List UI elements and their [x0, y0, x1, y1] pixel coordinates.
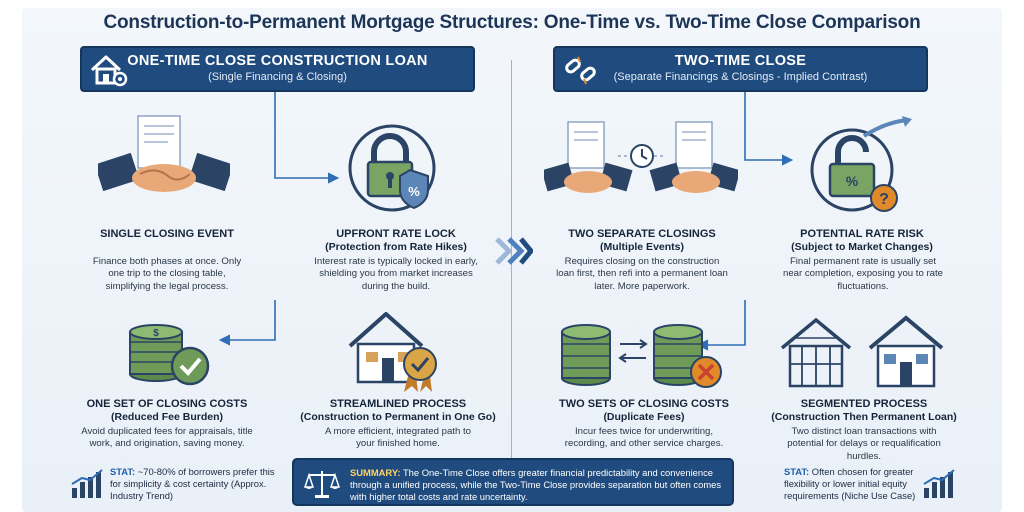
item-description: Finance both phases at once. Only one tr… — [92, 256, 242, 292]
house-gear-icon — [90, 55, 128, 87]
handshake-icon — [98, 115, 230, 192]
banner-title: TWO-TIME CLOSE — [674, 53, 807, 69]
summary-text: SUMMARY: The One-Time Close offers great… — [350, 467, 722, 503]
item-description: Two distinct loan transactions with pote… — [787, 426, 941, 462]
item-title: POTENTIAL RATE RISK (Subject to Market C… — [791, 228, 933, 254]
page-title: Construction-to-Permanent Mortgage Struc… — [103, 12, 921, 33]
money-stack-x-icon — [561, 324, 722, 388]
summary-box: SUMMARY: The One-Time Close offers great… — [292, 458, 734, 506]
item-description: Incur fees twice for underwriting, recor… — [564, 426, 724, 450]
item-title: SEGMENTED PROCESS (Construction Then Per… — [771, 398, 957, 424]
item-description: A more efficient, integrated path to you… — [325, 426, 471, 450]
house-award-icon — [348, 312, 437, 392]
svg-text:%: % — [408, 184, 420, 199]
padlock-shield-icon: % — [348, 124, 436, 212]
svg-text:%: % — [846, 173, 859, 189]
svg-text:?: ? — [879, 191, 889, 208]
banner-title: ONE-TIME CLOSE CONSTRUCTION LOAN — [127, 53, 428, 69]
item-description: Final permanent rate is usually set near… — [783, 256, 943, 292]
svg-text:$: $ — [153, 328, 159, 339]
broken-link-icon — [565, 56, 596, 85]
item-title: UPFRONT RATE LOCK (Protection from Rate … — [325, 228, 467, 254]
padlock-question-icon: % ? — [810, 116, 912, 212]
item-title: TWO SEPARATE CLOSINGS (Multiple Events) — [568, 228, 716, 254]
banner-subtitle: (Single Financing & Closing) — [208, 71, 347, 83]
item-description: Interest rate is typically locked in ear… — [314, 256, 478, 292]
item-description: Requires closing on the construction loa… — [556, 256, 728, 292]
item-title: TWO SETS OF CLOSING COSTS (Duplicate Fee… — [559, 398, 729, 424]
section-divider — [511, 60, 512, 500]
chevron-right-icon — [495, 237, 533, 265]
handshake-icon — [544, 121, 738, 193]
stat-note: STAT: Often chosen for greater flexibili… — [784, 466, 916, 502]
scales-icon — [304, 471, 340, 498]
banner-subtitle: (Separate Financings & Closings - Implie… — [613, 71, 868, 83]
bar-chart-icon — [923, 469, 955, 498]
item-title: ONE SET OF CLOSING COSTS (Reduced Fee Bu… — [86, 398, 248, 424]
one-time-close-banner: ONE-TIME CLOSE CONSTRUCTION LOAN (Single… — [80, 46, 475, 92]
stat-note: STAT: ~70-80% of borrowers prefer this f… — [110, 466, 275, 502]
item-title: STREAMLINED PROCESS (Construction to Per… — [300, 398, 496, 424]
bar-chart-icon — [71, 469, 103, 498]
house-frame-icon — [780, 315, 944, 388]
item-title: SINGLE CLOSING EVENT — [100, 228, 234, 240]
two-time-close-banner: TWO-TIME CLOSE (Separate Financings & Cl… — [553, 46, 928, 92]
money-stack-check-icon: $ — [129, 324, 210, 386]
item-description: Avoid duplicated fees for appraisals, ti… — [81, 426, 253, 450]
